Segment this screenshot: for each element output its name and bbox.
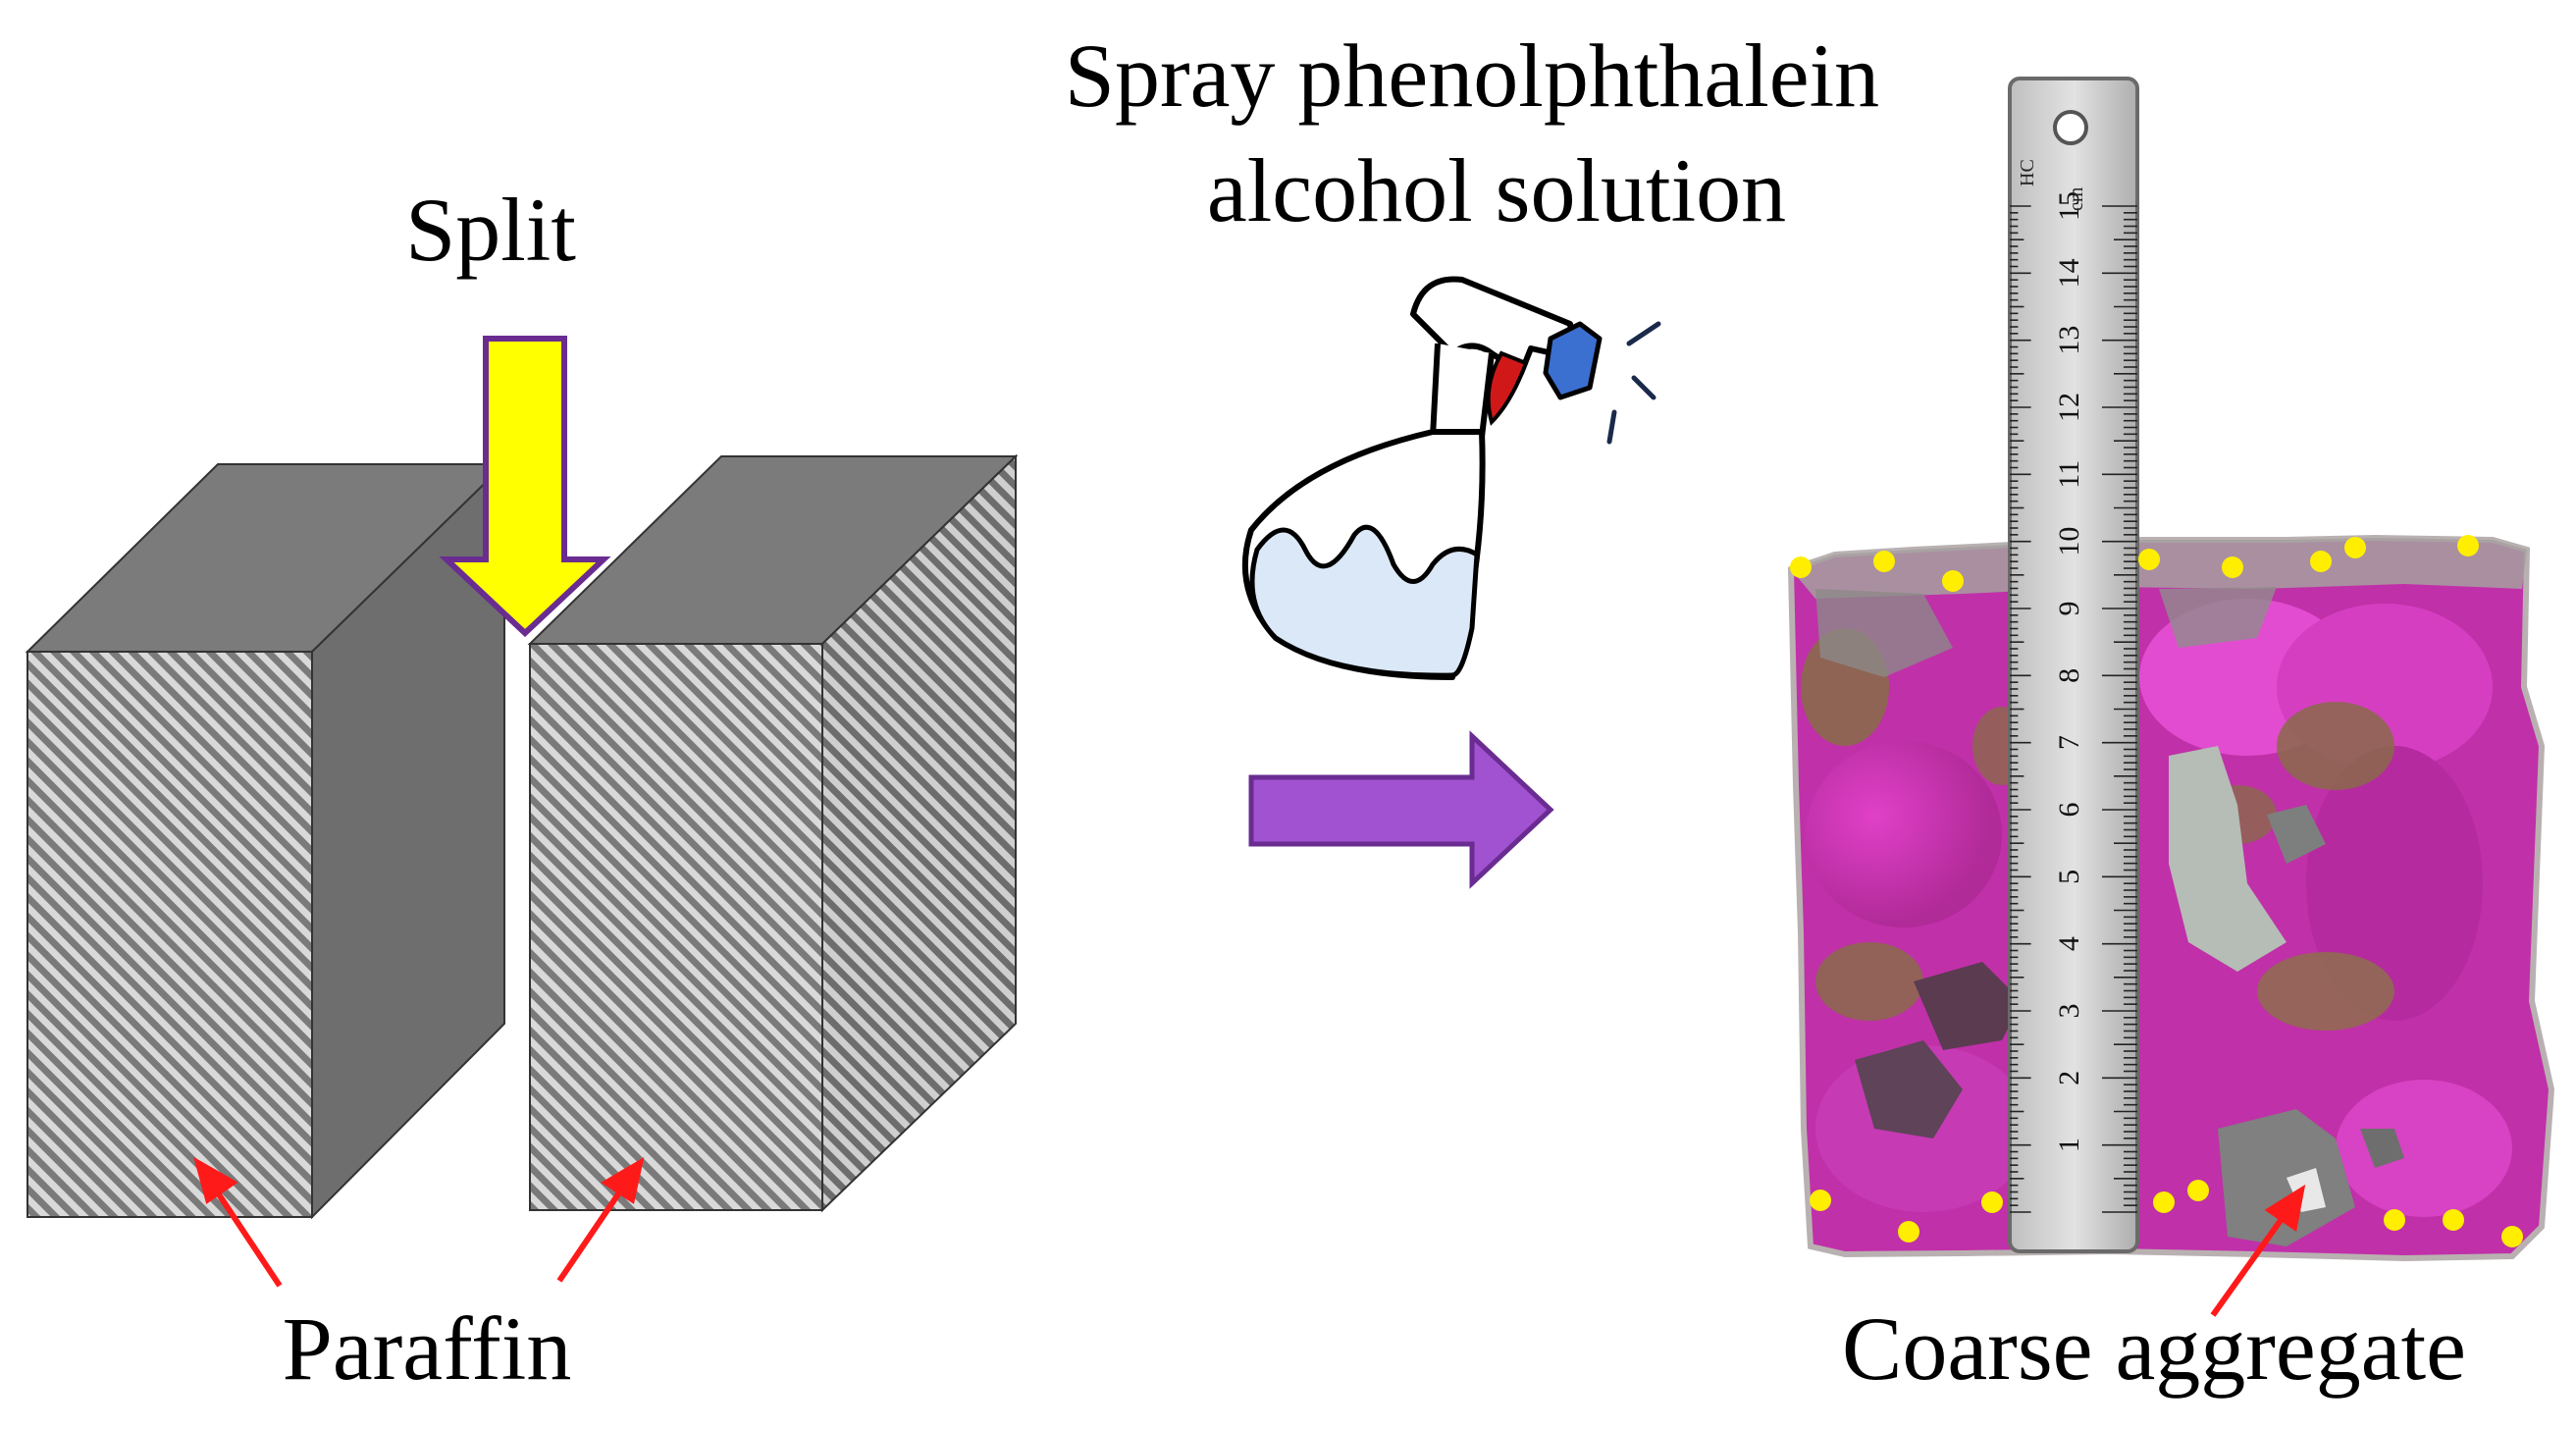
paraffin-pointer-left-head — [193, 1156, 238, 1204]
boundary-dot — [2344, 537, 2366, 558]
paraffin-label: Paraffin — [283, 1298, 572, 1399]
left-block-front-paraffin — [26, 651, 313, 1218]
boundary-dot — [1790, 556, 1812, 578]
spray-label-line1: Spray phenolphthalein — [1065, 26, 1879, 126]
right-block-front-paraffin — [529, 643, 823, 1211]
ruler-number: 11 — [2053, 460, 2085, 489]
paraffin-pointer-left — [208, 1181, 283, 1288]
ruler-unit-label: cm — [2066, 186, 2087, 211]
ruler-number: 13 — [2053, 326, 2085, 355]
ruler-number: 1 — [2053, 1138, 2085, 1152]
ruler-hole — [2053, 110, 2088, 145]
boundary-dot — [1810, 1190, 1831, 1211]
boundary-dot — [1898, 1221, 1919, 1243]
spray-bottle-icon — [1241, 276, 1661, 680]
process-arrow — [1248, 730, 1554, 889]
paraffin-pointers — [193, 1156, 645, 1288]
paraffin-pointer-right — [556, 1181, 629, 1283]
ruler-brand-label: HC — [2017, 159, 2038, 186]
boundary-dot — [2384, 1209, 2405, 1231]
boundary-dots — [1790, 535, 2523, 1247]
ruler-number: 6 — [2053, 803, 2085, 818]
boundary-dot — [2457, 535, 2479, 556]
split-label: Split — [405, 180, 576, 280]
ruler-number: 5 — [2053, 870, 2085, 884]
right-block — [527, 453, 1019, 1213]
boundary-dot — [2310, 551, 2332, 572]
ruler-number: 7 — [2053, 735, 2085, 750]
boundary-dot — [2501, 1226, 2523, 1247]
paraffin-pointer-right-head — [601, 1156, 645, 1204]
ruler-body — [2008, 77, 2139, 1253]
ruler-number: 15 — [2053, 191, 2085, 221]
ruler-number: 8 — [2053, 668, 2085, 683]
split-arrow — [439, 336, 611, 638]
ruler-number: 9 — [2053, 602, 2085, 616]
boundary-dot — [1942, 570, 1964, 592]
spray-label-line2: alcohol solution — [1207, 140, 1786, 240]
left-block — [25, 461, 507, 1220]
boundary-dot — [2187, 1180, 2209, 1201]
boundary-dot — [1981, 1191, 2003, 1213]
boundary-dot — [2222, 556, 2243, 578]
boundary-dot — [1873, 551, 1895, 572]
boundary-dot — [2138, 549, 2160, 570]
ruler-number: 4 — [2053, 936, 2085, 951]
ruler-number: 10 — [2053, 527, 2085, 556]
ruler-number: 2 — [2053, 1071, 2085, 1085]
concrete-specimen-photo — [1787, 534, 2555, 1262]
ruler-number: 3 — [2053, 1004, 2085, 1019]
ruler-number: 12 — [2053, 393, 2085, 422]
coarse-aggregate-label: Coarse aggregate — [1842, 1298, 2466, 1399]
boundary-dot — [2153, 1191, 2175, 1213]
boundary-dot — [2443, 1209, 2464, 1231]
ruler-ticks — [2010, 205, 2137, 1213]
ruler-number: 14 — [2053, 258, 2085, 288]
coarse-aggregate-pointer — [2210, 1184, 2306, 1317]
